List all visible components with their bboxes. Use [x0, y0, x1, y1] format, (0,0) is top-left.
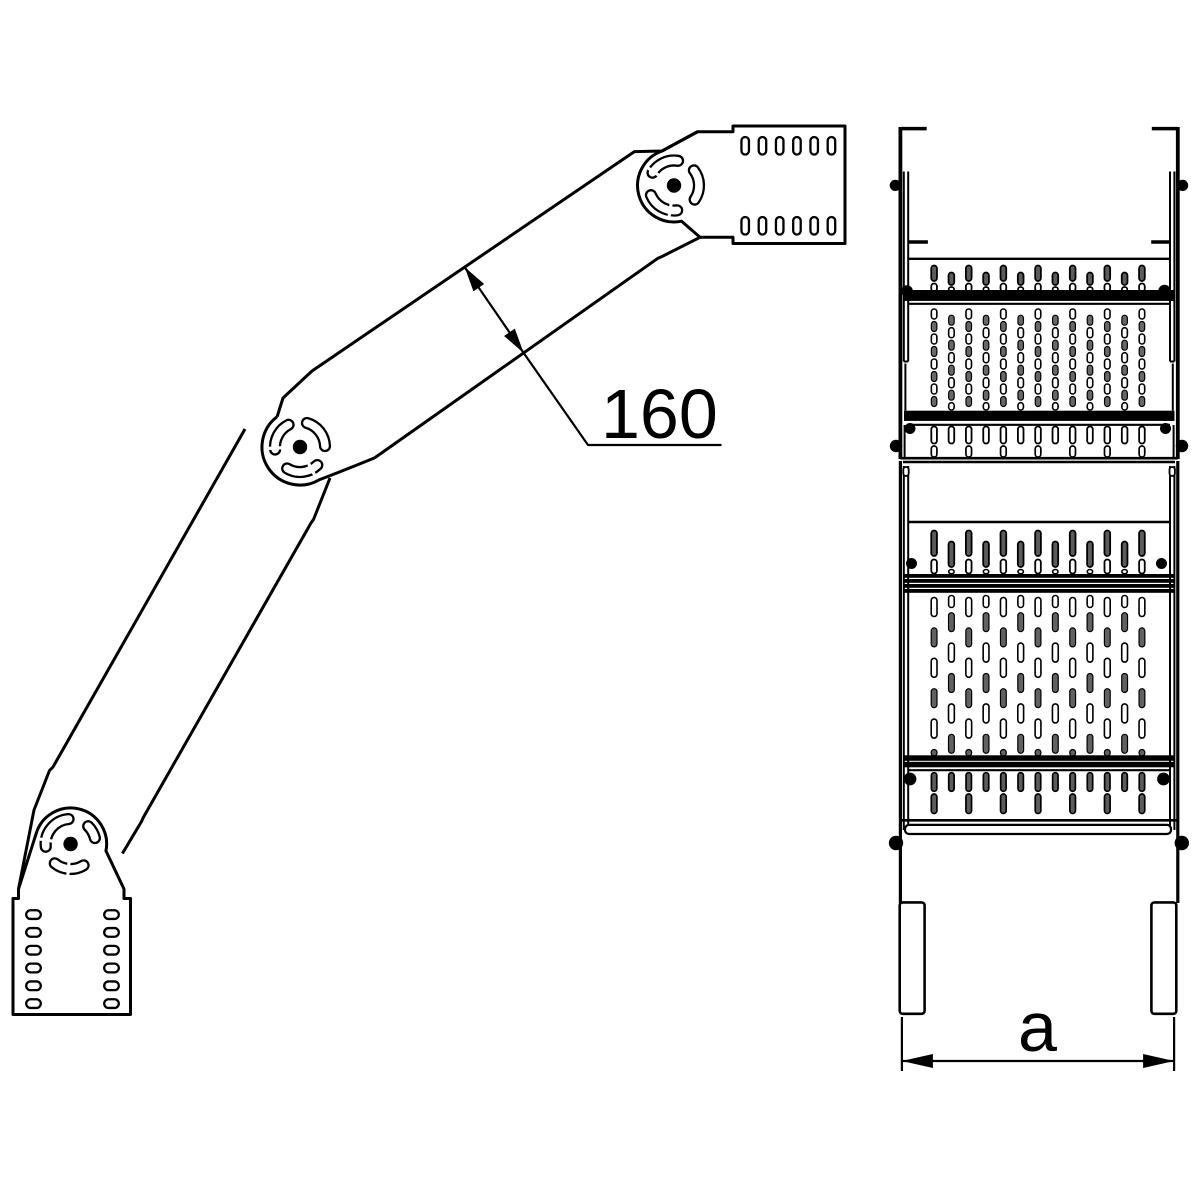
svg-text:a: a	[1018, 988, 1057, 1066]
svg-text:160: 160	[601, 375, 718, 453]
